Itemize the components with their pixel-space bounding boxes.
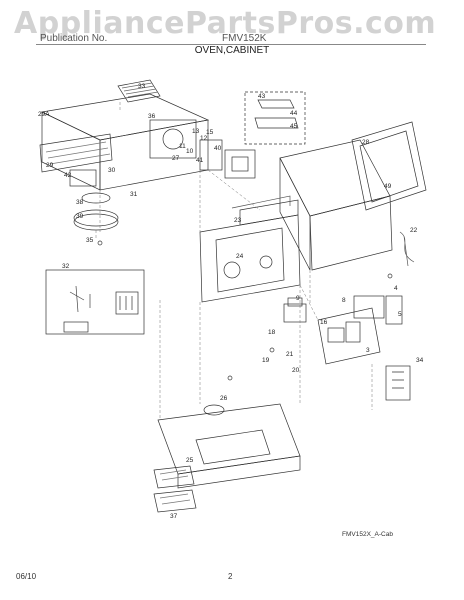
callout: 5 <box>398 311 402 318</box>
hinge-assembly <box>353 295 403 325</box>
transformer <box>283 297 307 323</box>
callout: 45 <box>290 123 298 130</box>
footer-date: 06/10 <box>16 572 37 581</box>
door-latch <box>385 365 411 401</box>
callout: 27 <box>172 155 180 162</box>
callout: 31 <box>130 191 138 198</box>
callout-numbers: 33 29A 29 30 36 13 12 15 11 10 27 40 41 … <box>38 83 424 520</box>
callout: 34 <box>416 357 424 364</box>
callout: 40 <box>214 145 222 152</box>
drawing-code: FMV152X_A-Cab <box>342 531 393 538</box>
callout: 38 <box>76 199 84 206</box>
page-number: 2 <box>228 572 233 581</box>
callout: 35 <box>86 237 94 244</box>
callout: 9 <box>296 295 300 302</box>
callout: 20 <box>292 367 300 374</box>
model-number: FMV152K <box>222 33 267 44</box>
publication-label: Publication No. <box>40 33 108 44</box>
bottom-vent-grilles <box>153 465 197 513</box>
callout: 4 <box>394 285 398 292</box>
filter-kit-box <box>244 91 306 145</box>
callout: 19 <box>262 357 270 364</box>
callout: 36 <box>148 113 156 120</box>
callout: 42 <box>64 172 72 179</box>
callout: 49 <box>384 183 392 190</box>
magnetron-pad <box>69 169 97 187</box>
callout: 43 <box>258 93 266 100</box>
callout: 39 <box>76 213 84 220</box>
front-grille-strip <box>39 133 113 173</box>
outer-cabinet-wrapper <box>279 139 393 271</box>
callout: 32 <box>62 263 70 270</box>
top-vent-grille <box>117 79 161 103</box>
callout: 22 <box>410 227 418 234</box>
turntable <box>73 192 119 231</box>
callout: 21 <box>286 351 294 358</box>
watermark-logo: AppliancePartsPros.com <box>14 6 437 41</box>
callout: 41 <box>196 157 204 164</box>
base-plate <box>157 403 301 489</box>
callout: 18 <box>268 329 276 336</box>
callout: 11 <box>179 143 186 150</box>
oven-cavity <box>199 195 301 303</box>
callout: 37 <box>170 513 178 520</box>
header-rule <box>36 44 426 45</box>
control-panel <box>317 307 381 365</box>
callout: 16 <box>320 319 328 326</box>
callout: 10 <box>186 148 194 155</box>
callout: 13 <box>192 128 200 135</box>
callout: 24 <box>236 253 244 260</box>
callout: 25 <box>186 457 194 464</box>
damper-box <box>224 149 256 179</box>
callout: 8 <box>342 297 346 304</box>
door-frame <box>351 121 427 211</box>
callout: 30 <box>108 167 116 174</box>
callout: 15 <box>206 129 214 136</box>
callout: 3 <box>366 347 370 354</box>
fan-motor-assembly <box>149 119 223 171</box>
callout: 26 <box>220 395 228 402</box>
callout: 44 <box>290 110 298 117</box>
callout: 28 <box>362 139 370 146</box>
assembly-guide-lines <box>95 102 373 420</box>
callout: 23 <box>234 217 242 224</box>
callout: 33 <box>138 83 146 90</box>
wire-harness <box>399 231 415 267</box>
callout: 29A <box>38 111 50 118</box>
callout: 12 <box>200 135 208 142</box>
hardware-kit-box <box>45 269 145 335</box>
callout: 29 <box>46 162 54 169</box>
section-title: OVEN,CABINET <box>194 45 270 56</box>
screws <box>97 240 393 381</box>
